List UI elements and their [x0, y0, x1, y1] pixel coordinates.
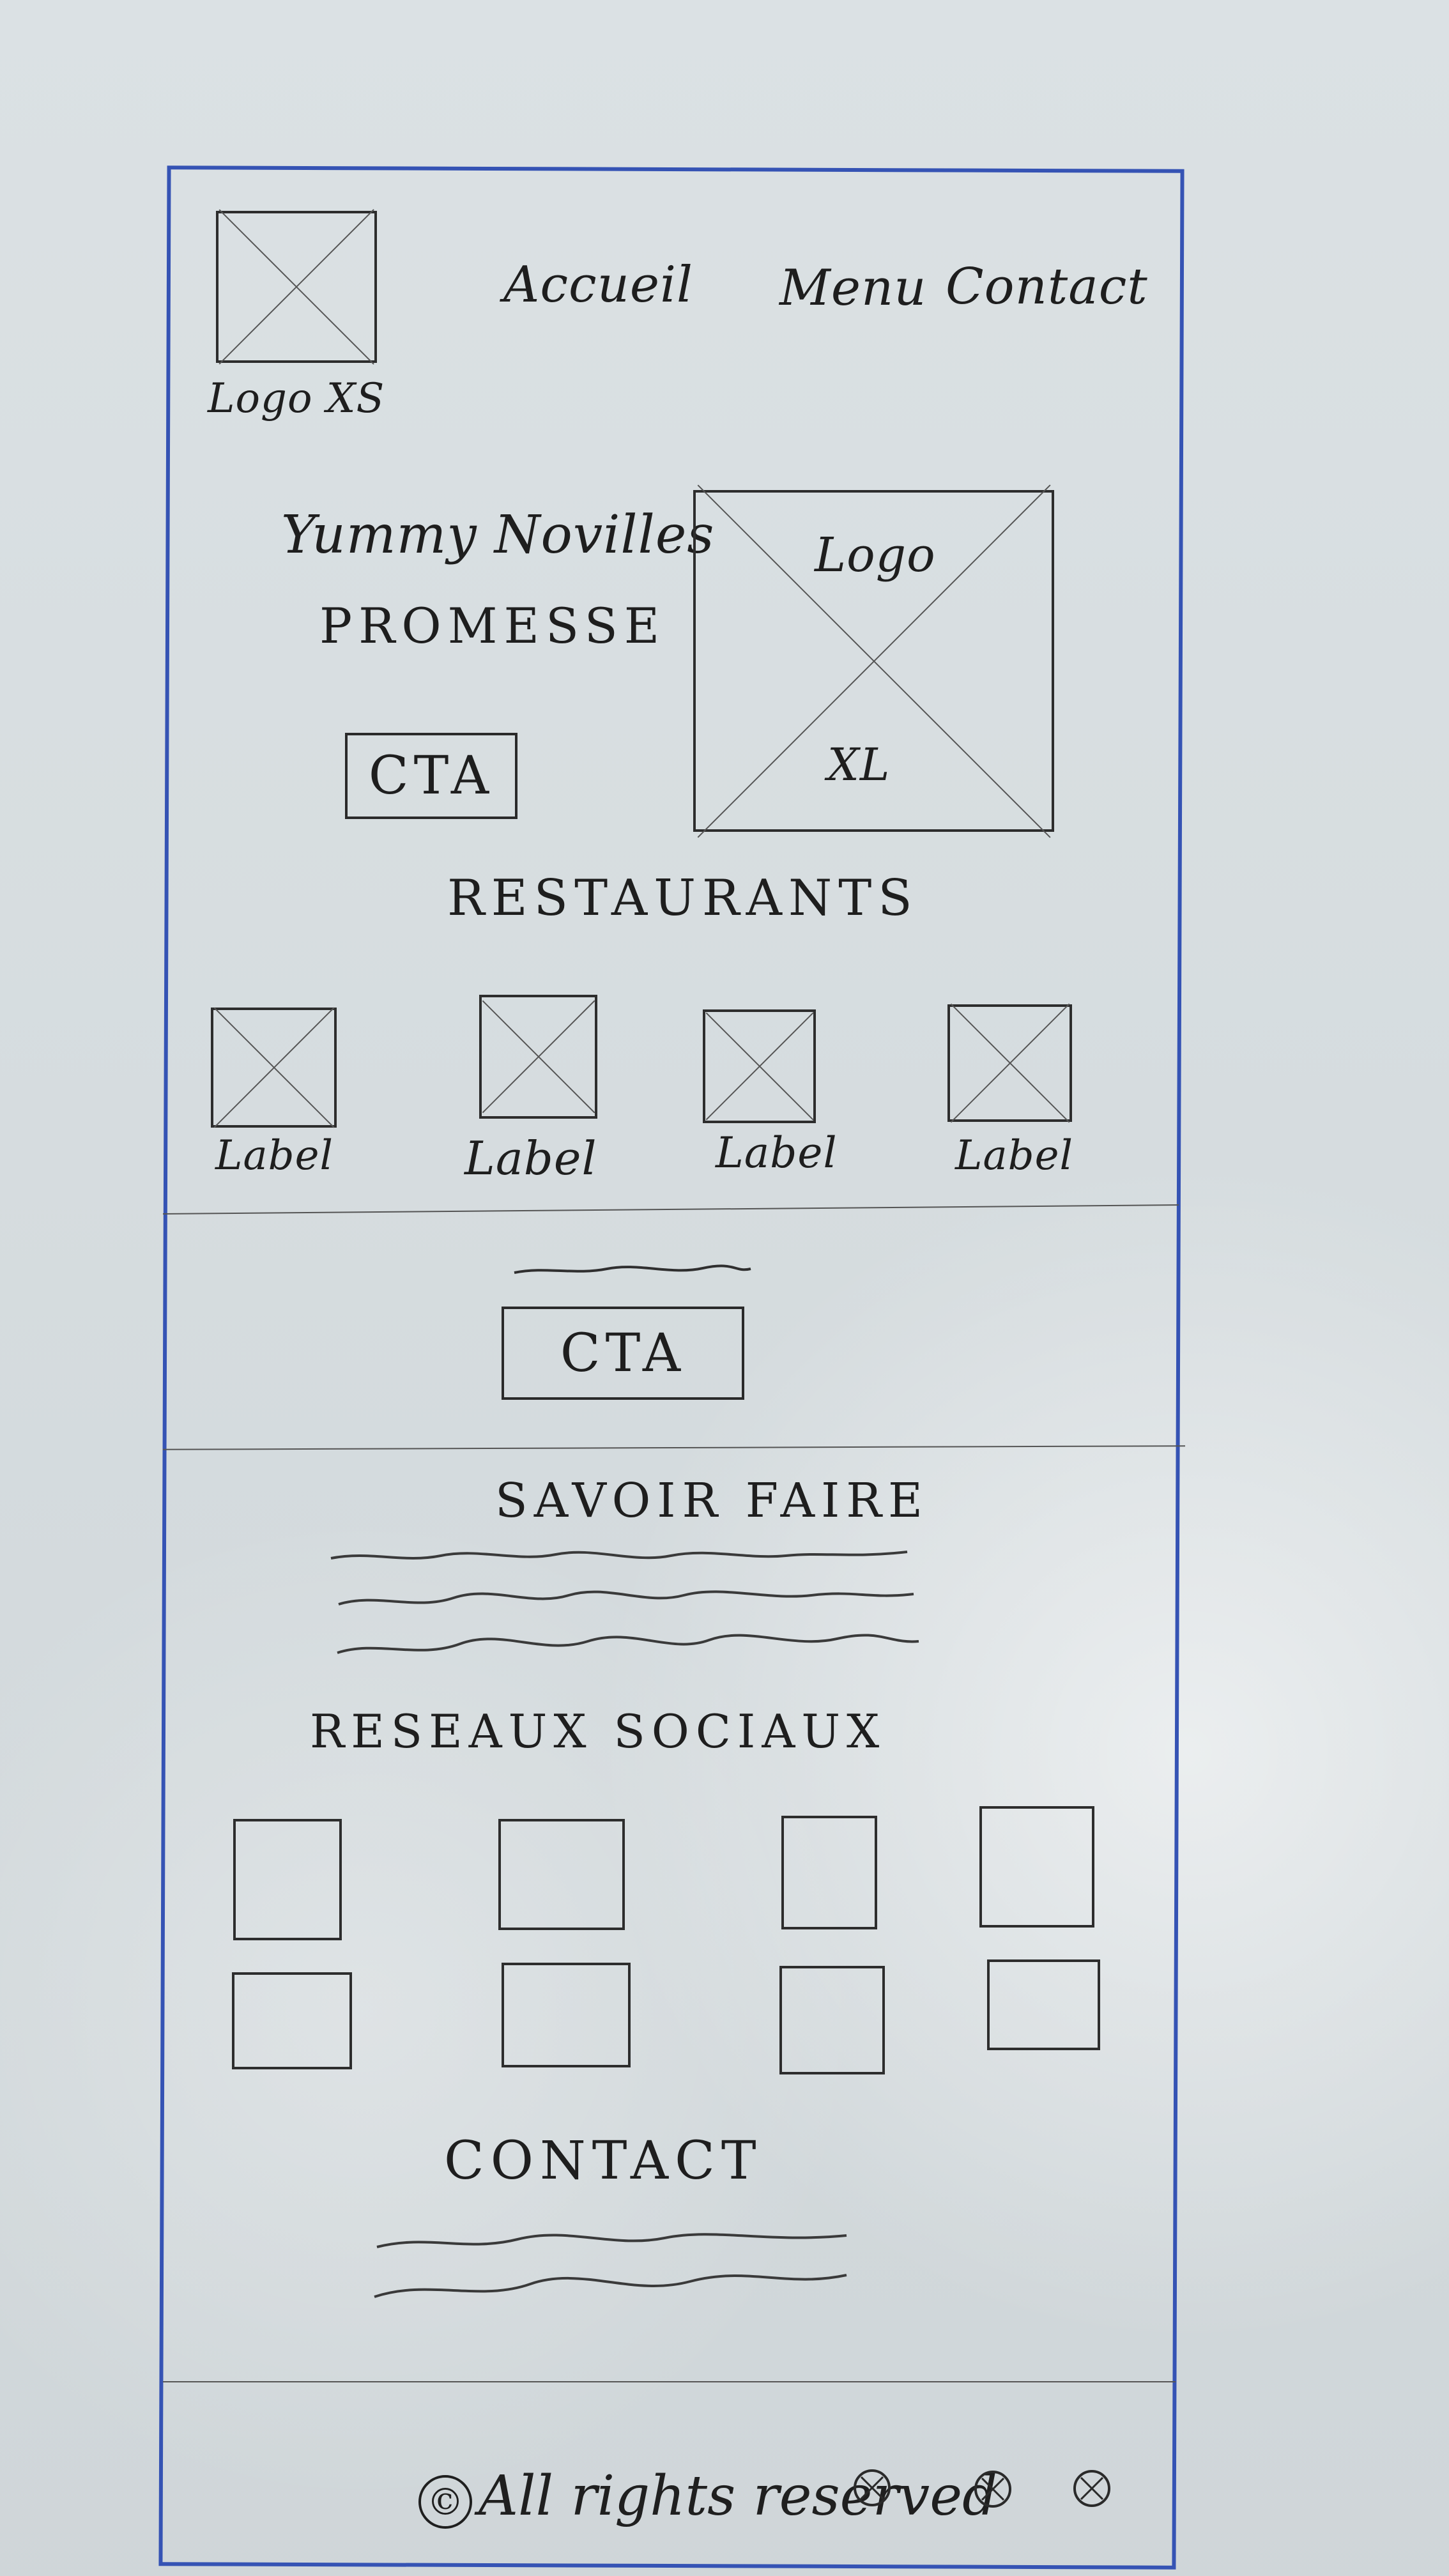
restaurant-label-3: Label	[716, 1128, 838, 1177]
social-square-3[interactable]	[781, 1816, 877, 1929]
social-square-2[interactable]	[498, 1819, 625, 1930]
logo-xs-caption: Logo XS	[208, 375, 385, 422]
footer-social-icon-3[interactable]	[1073, 2470, 1110, 2507]
restaurant-image-2[interactable]	[479, 995, 597, 1119]
restaurant-image-1[interactable]	[211, 1008, 337, 1128]
social-square-6[interactable]	[502, 1963, 631, 2067]
restaurant-label-1: Label	[215, 1132, 334, 1179]
social-square-1[interactable]	[233, 1819, 342, 1940]
social-square-7[interactable]	[779, 1966, 885, 2074]
logo-xl-bottom-label: XL	[827, 739, 891, 791]
social-square-4[interactable]	[979, 1806, 1094, 1928]
footer-social-icon-1[interactable]	[854, 2469, 891, 2506]
contact-text-lines	[374, 2233, 847, 2298]
restaurant-label-4: Label	[955, 1132, 1073, 1179]
hero-title-line1: Yummy Novilles	[281, 505, 715, 565]
restaurants-title: RESTAURANTS	[447, 870, 919, 927]
restaurants-subtitle-squiggle	[514, 1264, 751, 1274]
hero-cta-button[interactable]: CTA	[345, 733, 518, 819]
nav-contact[interactable]: Contact	[946, 258, 1148, 316]
social-square-5[interactable]	[232, 1972, 352, 2069]
footer-social-icon-2[interactable]	[974, 2471, 1011, 2508]
logo-xl-image[interactable]	[693, 490, 1054, 832]
wireframe-page: Logo XS Accueil Menu Contact Yummy Novil…	[158, 165, 1185, 2570]
restaurant-image-3[interactable]	[703, 1009, 816, 1123]
savoir-faire-text-lines	[330, 1551, 919, 1654]
hero-title-line2: PROMESSE	[319, 597, 666, 654]
restaurants-cta-button[interactable]: CTA	[502, 1307, 744, 1400]
restaurant-image-4[interactable]	[947, 1004, 1072, 1122]
footer-copyright: ©All rights reserved	[418, 2464, 997, 2529]
nav-accueil[interactable]: Accueil	[503, 256, 693, 314]
footer-copyright-text: All rights reserved	[479, 2464, 998, 2528]
nav-menu[interactable]: Menu	[779, 259, 927, 317]
social-square-8[interactable]	[987, 1959, 1100, 2050]
savoir-faire-title: SAVOIR FAIRE	[495, 1473, 930, 1528]
copyright-icon: ©	[418, 2475, 472, 2529]
social-title: RESEAUX SOCIAUX	[310, 1705, 886, 1758]
logo-xs-image[interactable]	[216, 211, 377, 363]
footer-divider	[163, 2381, 1176, 2382]
logo-xl-top-label: Logo	[815, 528, 936, 583]
contact-title: CONTACT	[444, 2131, 763, 2191]
restaurant-label-2: Label	[464, 1131, 597, 1185]
